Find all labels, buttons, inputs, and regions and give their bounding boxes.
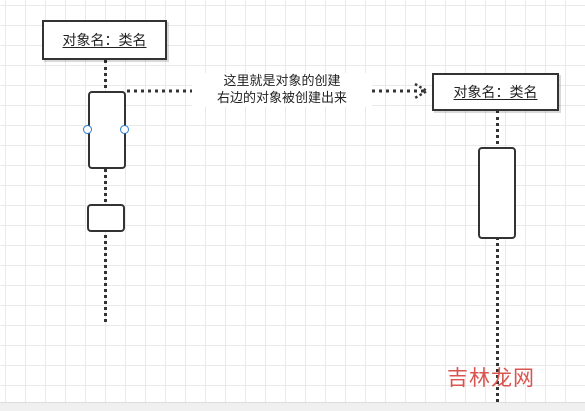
connection-handle-left[interactable] — [83, 125, 92, 134]
create-message-label-line1: 这里就是对象的创建 — [223, 74, 341, 89]
left-activation-bar-2[interactable] — [87, 204, 125, 232]
right-object-box[interactable]: 对象名：类名 — [432, 73, 559, 111]
left-object-box[interactable]: 对象名：类名 — [42, 20, 167, 60]
right-object-label: 对象名：类名 — [453, 85, 538, 101]
connection-handle-right[interactable] — [120, 125, 129, 134]
watermark-text: 吉林龙网 — [447, 366, 535, 390]
bottom-scroll-strip — [0, 402, 585, 411]
right-activation-bar[interactable] — [478, 147, 516, 239]
right-lifeline[interactable] — [496, 110, 499, 402]
left-object-label: 对象名：类名 — [62, 33, 147, 49]
create-message-label-line2: 右边的对象被创建出来 — [216, 91, 347, 106]
left-lifeline[interactable] — [104, 60, 107, 322]
create-message-label[interactable]: 这里就是对象的创建 右边的对象被创建出来 — [192, 73, 372, 107]
